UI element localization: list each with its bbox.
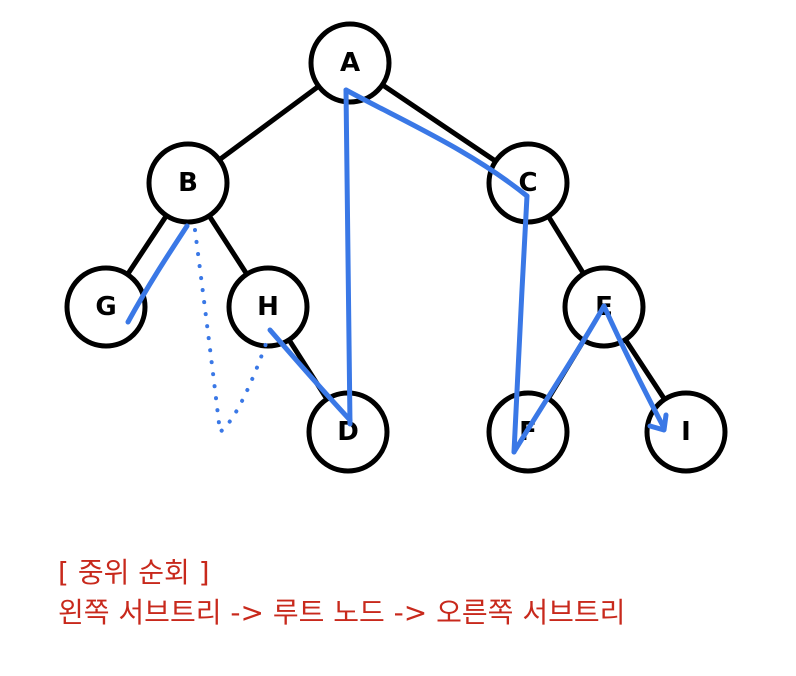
trace-h-to-d xyxy=(267,327,353,423)
node-d-label: D xyxy=(337,417,359,447)
node-h: H xyxy=(226,265,310,349)
node-c: C xyxy=(486,141,570,225)
trace-a-down-to-d xyxy=(343,87,353,427)
node-h-label: H xyxy=(257,292,279,322)
node-i: I xyxy=(644,390,728,474)
trace-c-down-to-f xyxy=(511,193,530,455)
trace-a-to-c xyxy=(343,87,530,199)
node-a: A xyxy=(308,21,392,105)
trace-b-to-g xyxy=(125,223,190,325)
trace-e-to-i xyxy=(601,303,667,431)
node-b: B xyxy=(146,141,230,225)
binary-tree-diagram: A B C G H D E F I xyxy=(64,21,728,474)
caption-description: 왼쪽 서브트리 -> 루트 노드 -> 오른쪽 서브트리 xyxy=(58,596,626,629)
node-g: G xyxy=(64,265,148,349)
node-b-label: B xyxy=(178,168,198,198)
node-i-label: I xyxy=(681,417,691,447)
node-g-label: G xyxy=(95,292,116,322)
trace-dotted-hook xyxy=(193,228,270,436)
node-a-label: A xyxy=(340,48,360,78)
arrowhead-at-i xyxy=(647,412,669,433)
caption-title: [ 중위 순회 ] xyxy=(58,556,210,589)
trace-f-to-e xyxy=(511,303,607,455)
